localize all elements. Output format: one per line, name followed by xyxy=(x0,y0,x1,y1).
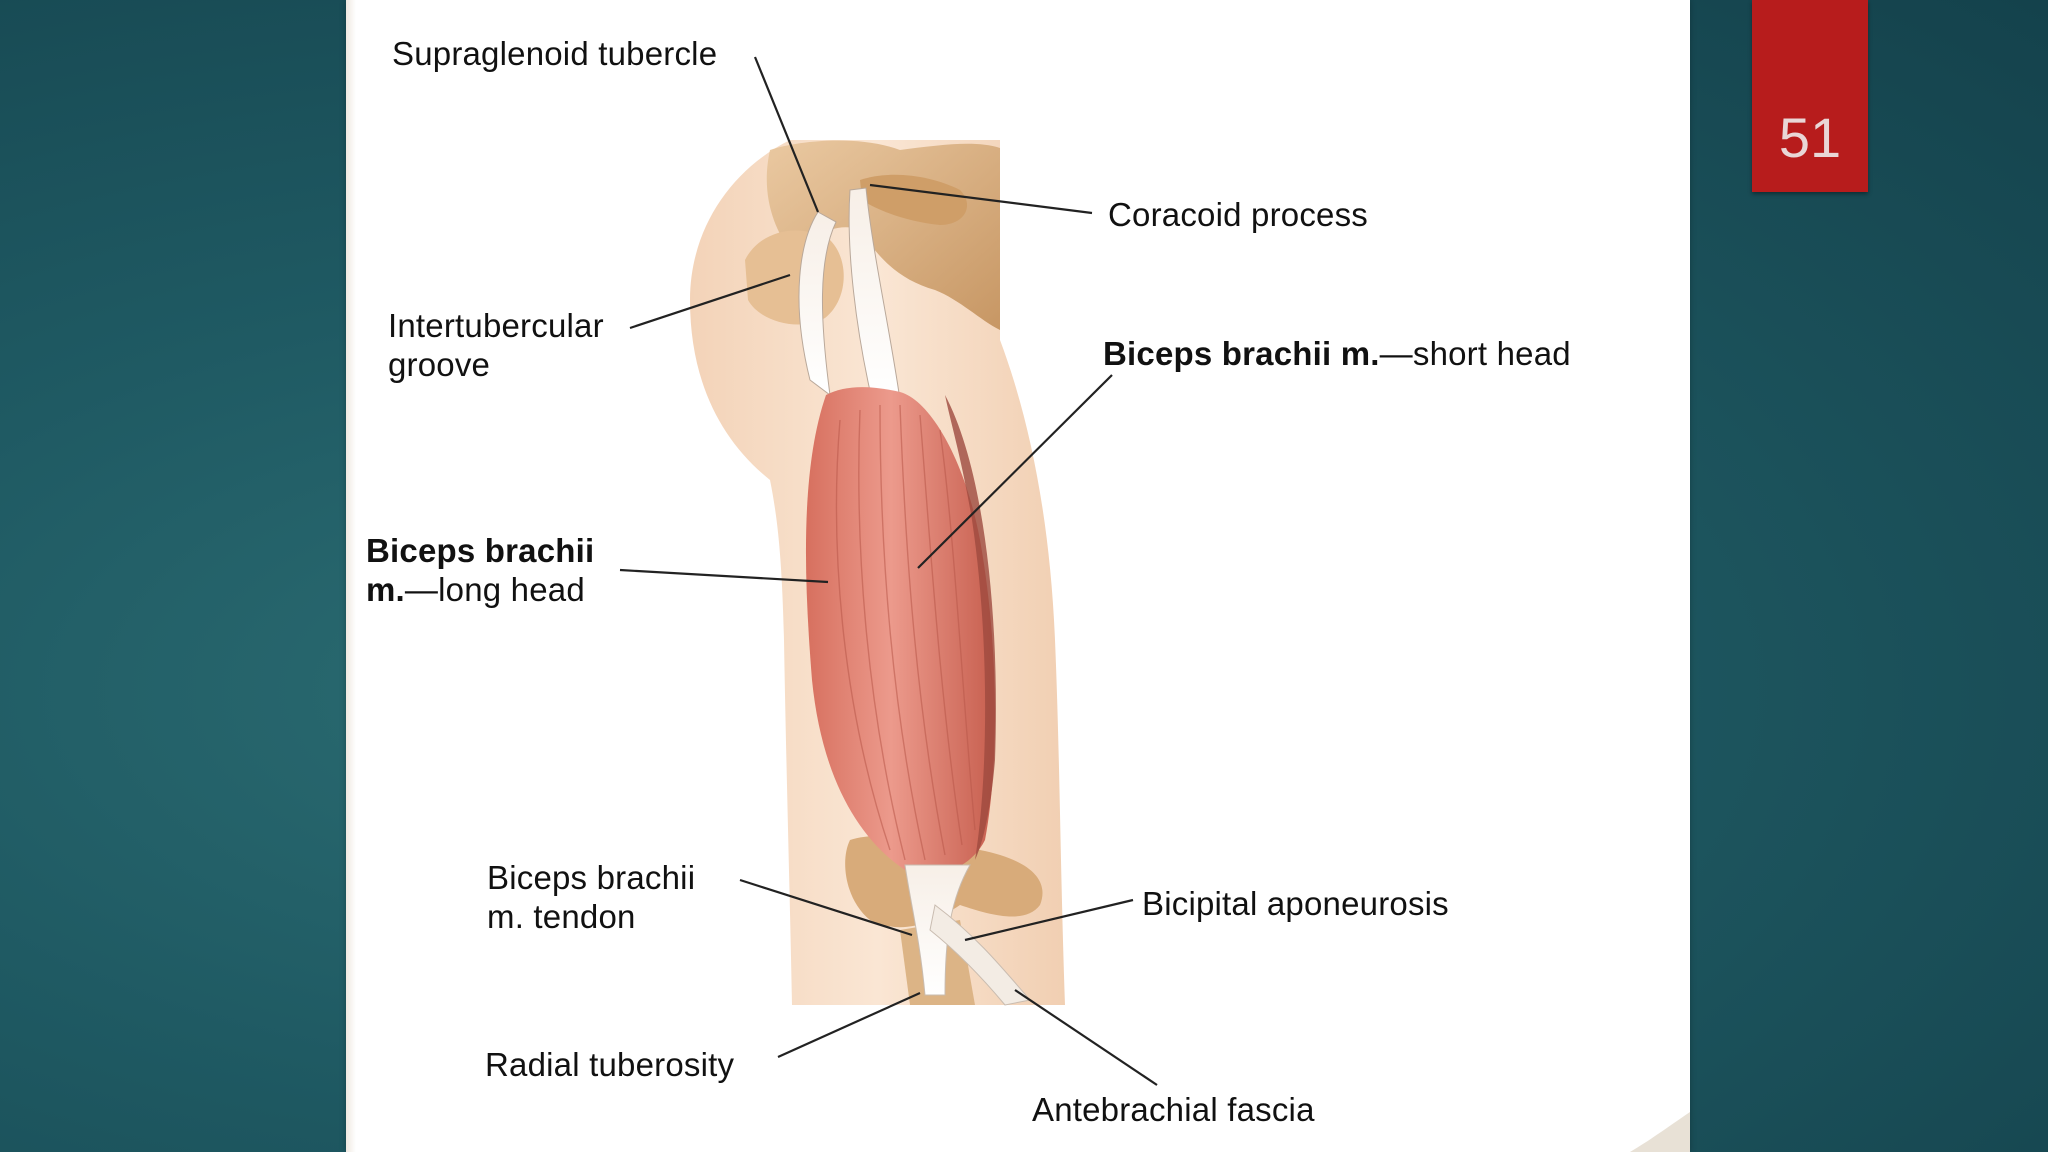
label-intertubercular-groove: Intertubercular groove xyxy=(388,306,604,384)
label-coracoid-process: Coracoid process xyxy=(1108,195,1368,234)
label-short-head-bold: Biceps brachii m. xyxy=(1103,335,1380,372)
label-supraglenoid-tubercle: Supraglenoid tubercle xyxy=(392,34,717,73)
label-tendon-line1: Biceps brachii xyxy=(487,859,696,896)
label-antebrachial-text: Antebrachial fascia xyxy=(1032,1091,1315,1128)
label-aponeurosis-text: Bicipital aponeurosis xyxy=(1142,885,1449,922)
aponeurosis-sheet xyxy=(929,904,1031,1006)
humeral-head xyxy=(745,230,844,325)
label-radial-text: Radial tuberosity xyxy=(485,1046,735,1083)
page-curl-decoration xyxy=(1630,1112,1690,1152)
label-tendon-line2: m. tendon xyxy=(487,898,636,935)
label-coracoid-text: Coracoid process xyxy=(1108,196,1368,233)
label-biceps-long-head: Biceps brachii m.—long head xyxy=(366,531,594,609)
label-antebrachial-fascia: Antebrachial fascia xyxy=(1032,1090,1315,1129)
label-intertubercular-line2: groove xyxy=(388,346,491,383)
label-radial-tuberosity: Radial tuberosity xyxy=(485,1045,734,1084)
label-short-head-rest: —short head xyxy=(1379,335,1571,372)
slide-number: 51 xyxy=(1778,106,1842,169)
label-long-head-bold-2: m. xyxy=(366,571,405,608)
label-long-head-bold-1: Biceps brachii xyxy=(366,532,595,569)
biceps-muscle xyxy=(805,387,996,874)
panel-edge-shadow xyxy=(346,0,356,1152)
brachialis-edge xyxy=(945,395,996,860)
label-biceps-short-head: Biceps brachii m.—short head xyxy=(1103,334,1571,373)
slide-number-badge: 51 xyxy=(1752,0,1868,192)
label-long-head-rest: —long head xyxy=(404,571,585,608)
label-bicipital-aponeurosis: Bicipital aponeurosis xyxy=(1142,884,1449,923)
label-intertubercular-line1: Intertubercular xyxy=(388,307,604,344)
label-biceps-tendon: Biceps brachii m. tendon xyxy=(487,858,695,936)
label-supraglenoid-text: Supraglenoid tubercle xyxy=(392,35,718,72)
